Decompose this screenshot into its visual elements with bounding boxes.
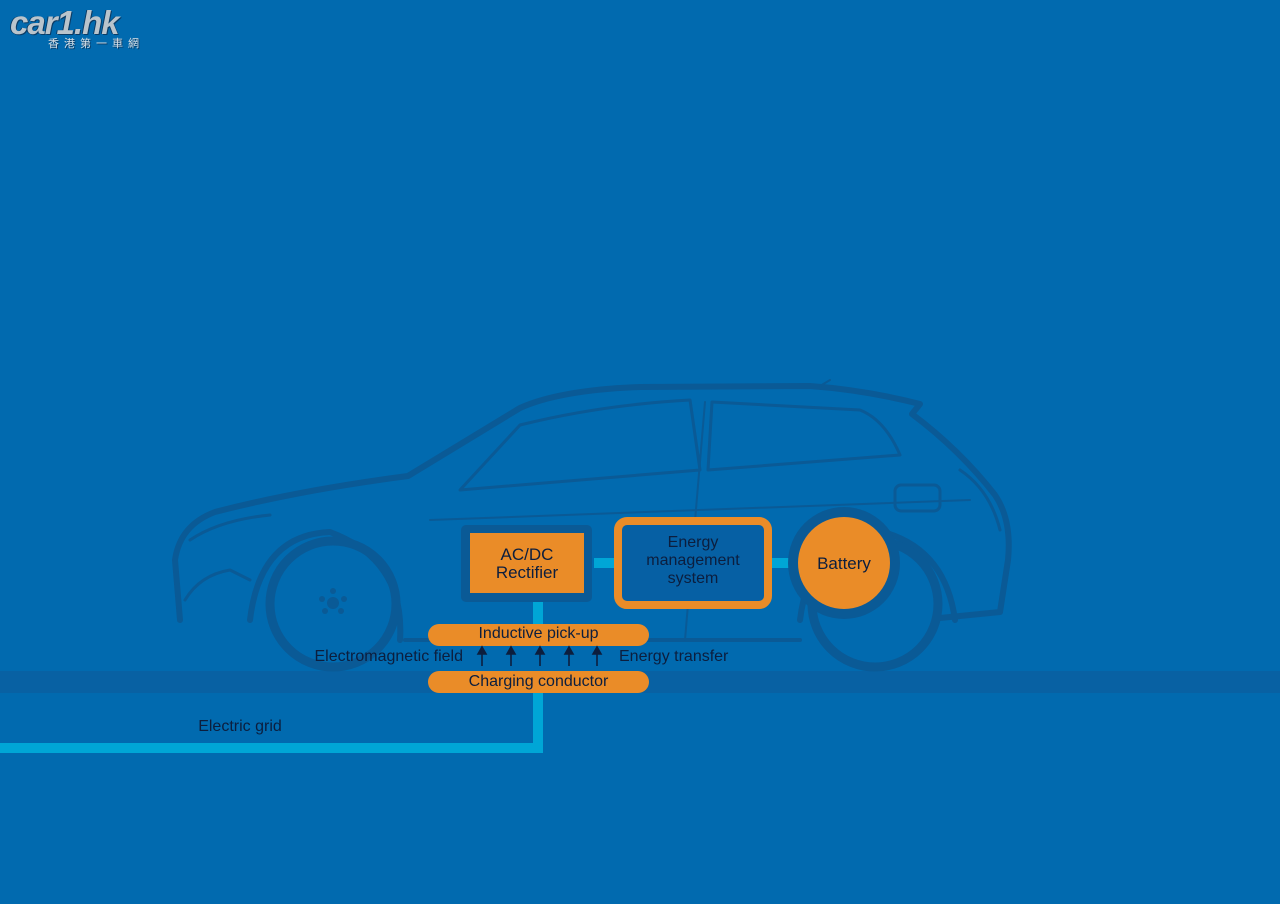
inductive-pickup-label: Inductive pick-up — [478, 625, 599, 642]
up-arrow-icon — [534, 645, 546, 666]
charging-conductor-label: Charging conductor — [468, 673, 609, 690]
battery-circle — [798, 517, 890, 609]
front-wheel-hub — [319, 588, 347, 614]
front-wheel — [265, 536, 401, 672]
up-arrow-icon — [476, 645, 488, 666]
electric-grid-line — [0, 693, 543, 753]
electric-grid-label: Electric grid — [198, 718, 282, 735]
up-arrow-icon — [563, 645, 575, 666]
car1-logo[interactable]: car1.hk 香港第一車網 — [10, 4, 160, 50]
logo-subtitle: 香港第一車網 — [48, 38, 144, 50]
inductive-pickup-bar — [428, 624, 649, 646]
energy-transfer-label: Energy transfer — [619, 648, 729, 665]
up-arrow-icon — [505, 645, 517, 666]
charging-conductor-bar — [428, 671, 649, 693]
rectifier-box — [470, 533, 584, 593]
rectifier-label: AC/DC Rectifier — [495, 545, 559, 582]
energy-management-label: Energy management system — [646, 534, 740, 587]
energy-management-box — [614, 517, 772, 609]
logo-wordmark: car1.hk — [10, 4, 120, 41]
battery-label: Battery — [817, 554, 871, 573]
up-arrow-icon — [591, 645, 603, 666]
energy-transfer-arrows — [476, 645, 603, 666]
electromagnetic-field-label: Electromagnetic field — [314, 648, 463, 665]
